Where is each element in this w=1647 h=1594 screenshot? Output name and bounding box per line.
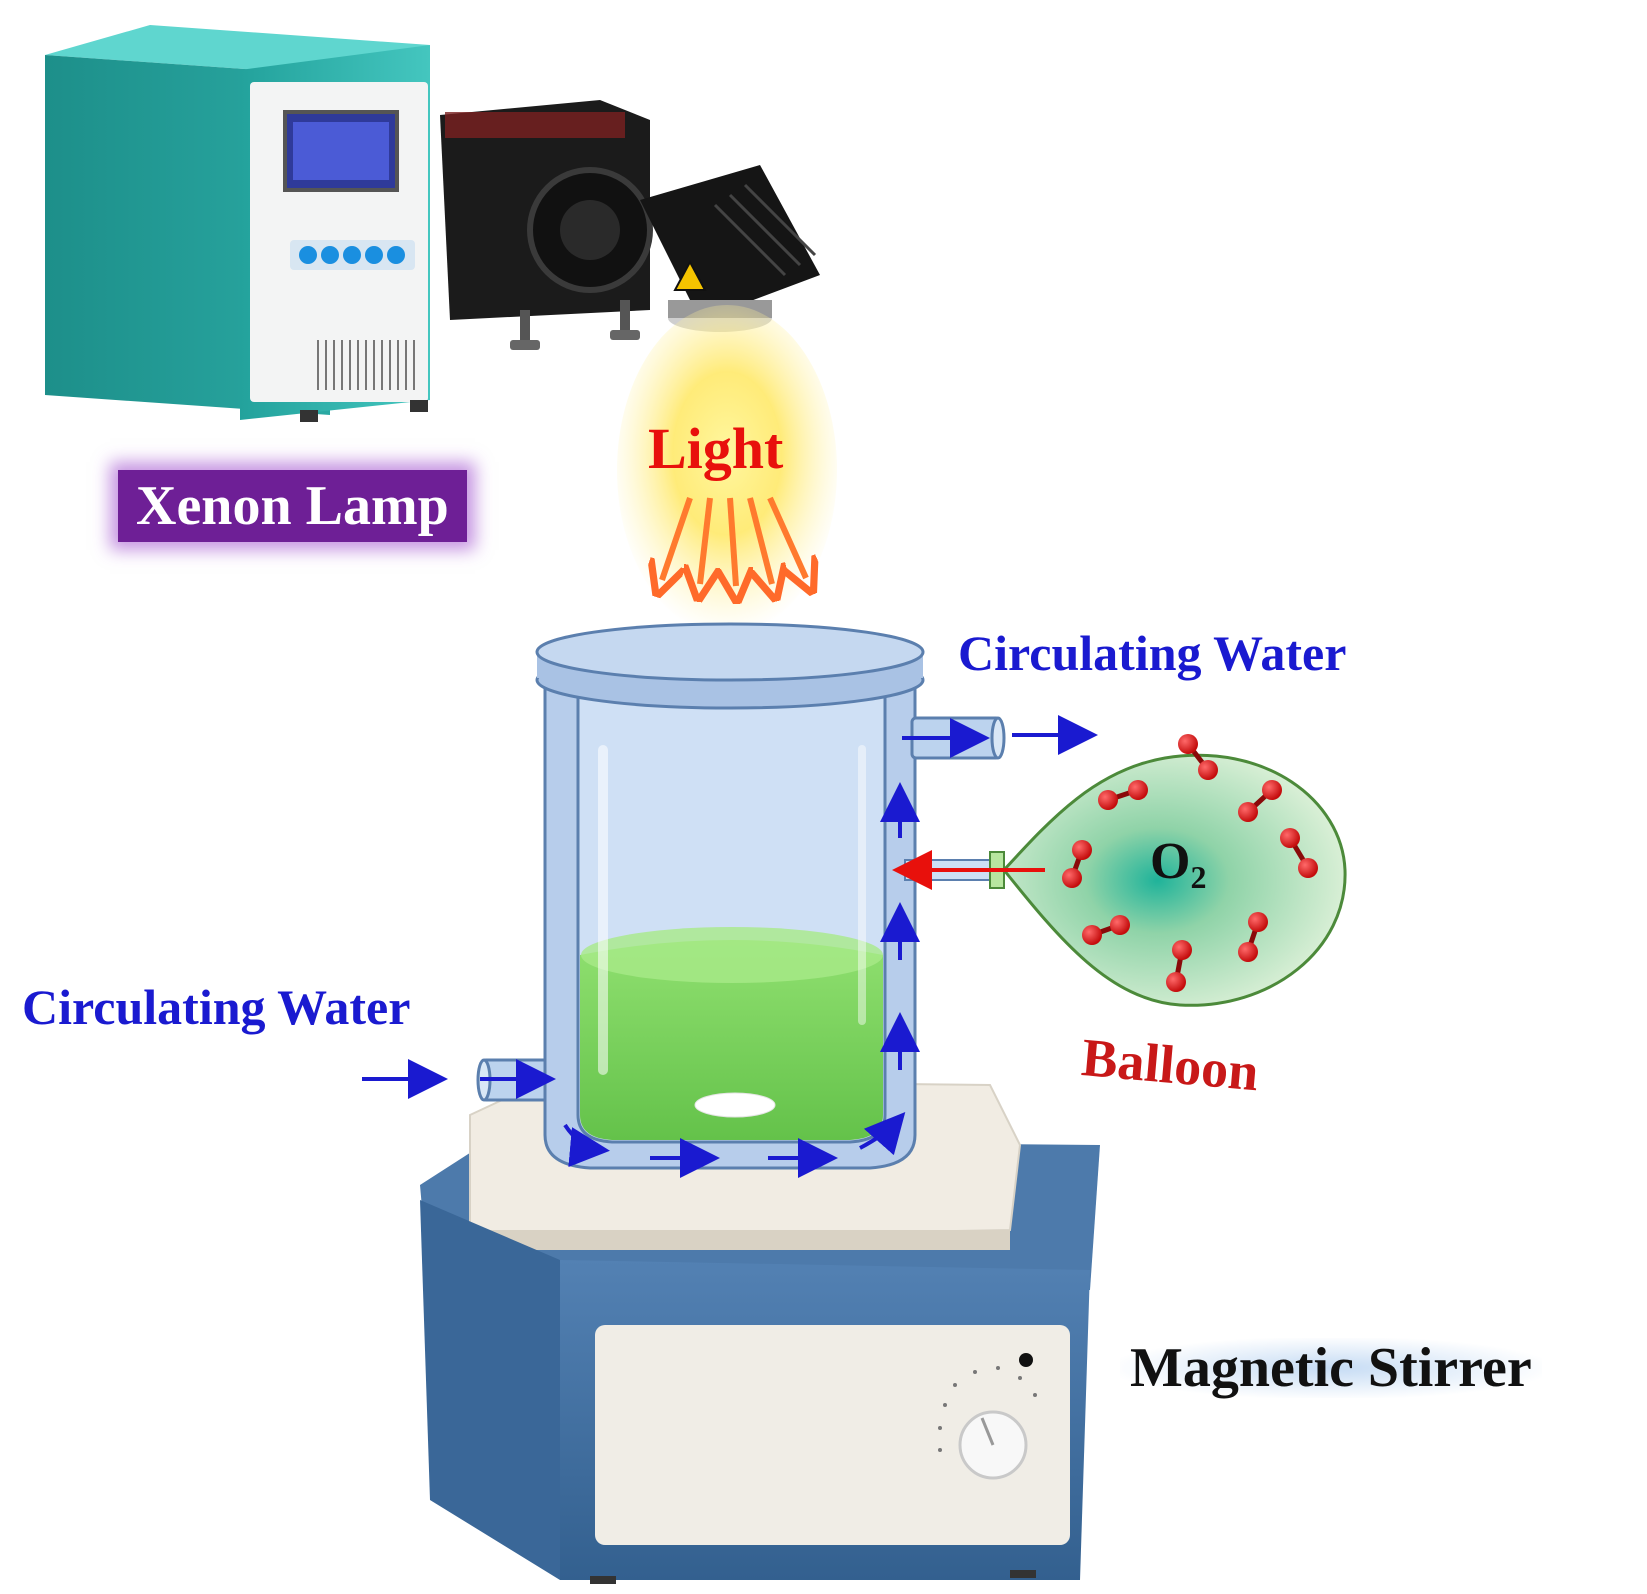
stirrer-front-panel: [595, 1325, 1070, 1545]
lamp-display-glass: [293, 122, 389, 180]
light-beam-arrows: [662, 496, 806, 586]
power-indicator: [1019, 1353, 1033, 1367]
reaction-solution: [580, 940, 883, 1140]
lamp-reflector-box: [640, 165, 820, 320]
lamp-vent-grille: [317, 340, 415, 390]
stir-bar: [694, 1092, 776, 1118]
jacketed-reactor-beaker: [476, 622, 1006, 1170]
balloon-label: Balloon: [1079, 1027, 1262, 1103]
o2-formula-subscript: 2: [1190, 859, 1207, 895]
circulating-water-outlet-label: Circulating Water: [958, 625, 1347, 681]
stirrer-side: [420, 1200, 560, 1580]
warning-icon: [673, 259, 707, 291]
circulating-water-inlet-label: Circulating Water: [22, 979, 411, 1035]
light-beam: [617, 305, 837, 635]
oxygen-balloon: [1002, 734, 1347, 1007]
xenon-lamp-device: [45, 25, 820, 422]
lamp-control-buttons: [290, 240, 415, 270]
o2-formula-label: O2: [1150, 833, 1207, 895]
magnetic-stirrer-label: Magnetic Stirrer: [1120, 1338, 1542, 1398]
water-flow-arrows: [362, 715, 1098, 1178]
oxygen-molecules: [1062, 734, 1318, 992]
xenon-lamp-label: Xenon Lamp: [118, 470, 467, 542]
light-label: Light: [648, 416, 784, 481]
o2-formula-base: O: [1150, 833, 1191, 890]
